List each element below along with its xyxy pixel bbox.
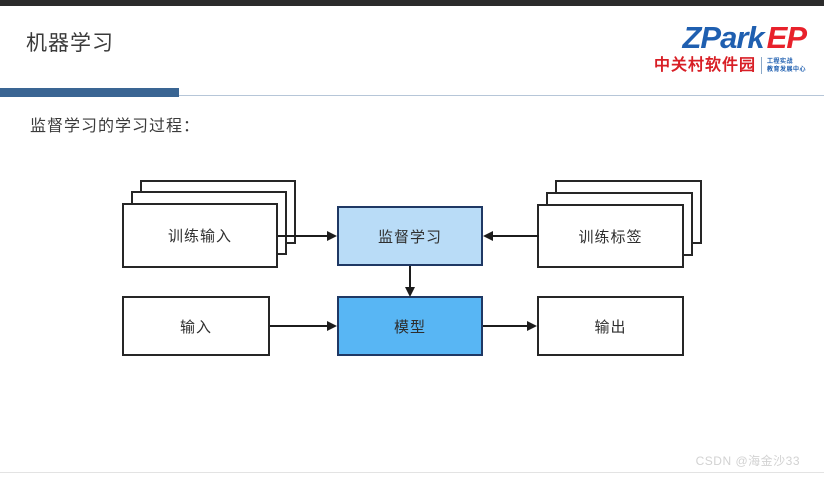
- footer-divider: [0, 472, 824, 473]
- arrow-train-input-to-supervised-head: [327, 231, 337, 241]
- logo-tagline-line2: 教育发展中心: [766, 66, 806, 73]
- page-title: 机器学习: [26, 32, 114, 55]
- logo-divider: [760, 57, 762, 74]
- logo-company-name: 中关村软件园: [653, 56, 756, 74]
- arrow-train-input-to-supervised-line: [278, 235, 328, 237]
- arrow-supervised-to-model-line: [409, 266, 411, 288]
- logo-tagline: 工程实战 教育发展中心: [767, 58, 806, 74]
- arrow-train-label-to-supervised-head: [483, 231, 493, 241]
- logo-wordmark: ZParkEP: [620, 20, 807, 55]
- watermark: CSDN @海金沙33: [695, 454, 800, 468]
- node-model[interactable]: 模型: [337, 296, 483, 356]
- top-bar: [0, 0, 824, 6]
- arrow-model-to-output-line: [483, 325, 528, 327]
- logo-brand-primary: ZPark: [682, 20, 764, 55]
- node-output[interactable]: 输出: [537, 296, 684, 356]
- logo-tagline-line1: 工程实战: [766, 58, 793, 65]
- title-accent-bar: [0, 88, 179, 97]
- title-accent-line: [179, 95, 824, 96]
- zparkep-logo: ZParkEP 中关村软件园 工程实战 教育发展中心: [620, 20, 807, 80]
- node-train-label[interactable]: 训练标签: [537, 204, 684, 268]
- arrow-input-to-model-line: [270, 325, 328, 327]
- node-train-input[interactable]: 训练输入: [122, 203, 278, 268]
- node-input[interactable]: 输入: [122, 296, 270, 356]
- section-subtitle: 监督学习的学习过程：: [30, 118, 201, 135]
- logo-brand-secondary: EP: [766, 20, 807, 55]
- node-supervised-learning[interactable]: 监督学习: [337, 206, 483, 266]
- arrow-input-to-model-head: [327, 321, 337, 331]
- logo-subtitle-row: 中关村软件园 工程实战 教育发展中心: [620, 57, 806, 74]
- arrow-model-to-output-head: [527, 321, 537, 331]
- arrow-train-label-to-supervised-line: [492, 235, 539, 237]
